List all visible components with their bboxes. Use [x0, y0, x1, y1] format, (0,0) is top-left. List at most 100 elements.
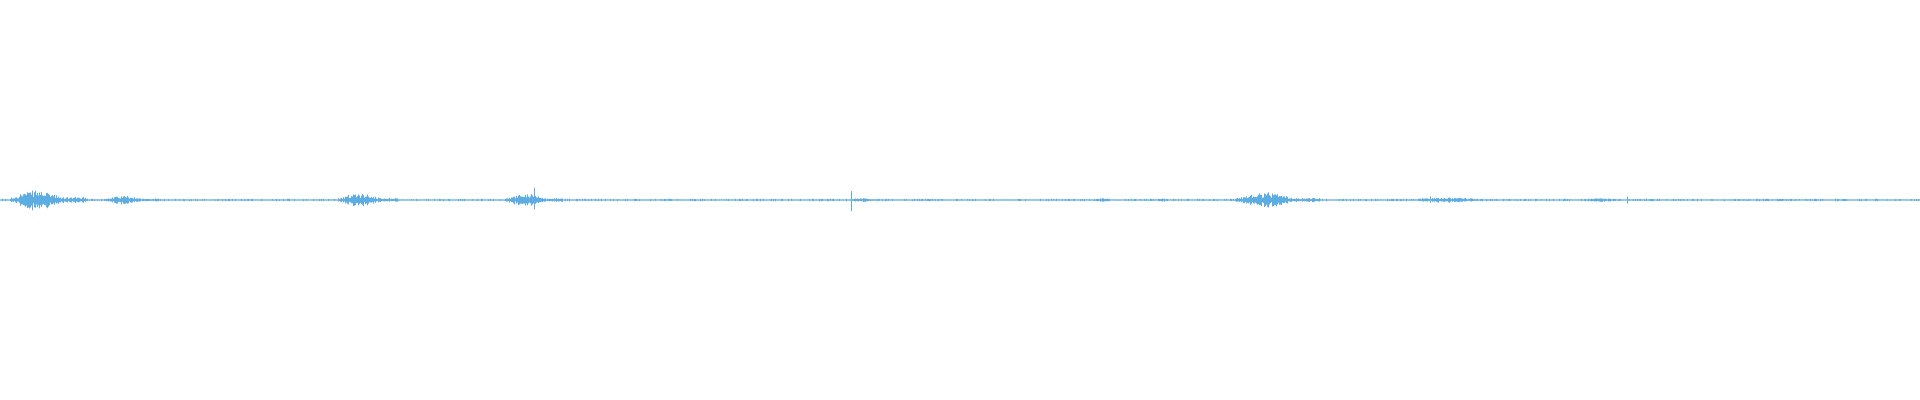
waveform-sample: [859, 199, 860, 201]
waveform-sample: [789, 199, 790, 201]
waveform-sample: [6, 199, 7, 201]
waveform-sample: [1833, 199, 1834, 201]
waveform-sample: [1233, 199, 1234, 201]
waveform-sample: [1046, 199, 1047, 201]
waveform-sample: [1648, 199, 1649, 201]
waveform-sample: [1275, 194, 1276, 205]
waveform-sample: [632, 199, 633, 201]
waveform-sample: [1691, 199, 1692, 201]
waveform-sample: [828, 199, 829, 202]
waveform-sample: [1681, 199, 1682, 201]
waveform-sample: [444, 199, 445, 201]
waveform-sample: [1188, 199, 1189, 201]
waveform-sample: [1622, 199, 1623, 201]
waveform-sample: [659, 199, 660, 201]
waveform-sample: [1353, 198, 1354, 201]
waveform-sample: [301, 199, 302, 201]
waveform-sample: [1826, 199, 1827, 201]
waveform-sample: [1348, 199, 1349, 201]
waveform-sample: [1114, 199, 1115, 201]
waveform-sample: [190, 199, 191, 201]
waveform-sample: [816, 199, 817, 201]
waveform-sample: [748, 199, 749, 201]
waveform-sample: [742, 198, 743, 201]
waveform-sample: [1446, 198, 1447, 202]
waveform-sample: [1612, 199, 1613, 201]
waveform-sample: [1517, 199, 1518, 201]
waveform-sample: [1111, 199, 1112, 201]
waveform-sample: [1671, 199, 1672, 201]
waveform-sample: [700, 199, 701, 202]
waveform-sample: [1805, 199, 1806, 201]
waveform-sample: [731, 199, 732, 201]
waveform-sample: [811, 199, 812, 201]
waveform-sample: [49, 194, 50, 206]
waveform-sample: [254, 199, 255, 201]
waveform-sample: [1705, 199, 1706, 201]
waveform-sample: [404, 199, 405, 201]
waveform-sample: [1655, 199, 1656, 201]
waveform-sample: [1094, 199, 1095, 201]
waveform-sample: [1277, 194, 1278, 205]
waveform-sample: [116, 196, 117, 204]
waveform-sample: [775, 198, 776, 202]
waveform-sample: [183, 198, 184, 201]
waveform-sample: [1828, 199, 1829, 201]
waveform-sample: [553, 199, 554, 201]
waveform-sample: [676, 199, 677, 201]
waveform-sample: [1276, 195, 1277, 207]
waveform-sample: [189, 199, 190, 202]
waveform-sample: [1615, 199, 1616, 201]
waveform-sample: [1242, 199, 1243, 202]
waveform-sample: [831, 199, 832, 201]
waveform-sample: [552, 198, 553, 202]
waveform-sample: [122, 198, 123, 202]
waveform-sample: [1370, 199, 1371, 201]
waveform-sample: [440, 199, 441, 201]
waveform-sample: [1613, 198, 1614, 201]
waveform-sample: [1738, 199, 1739, 202]
waveform-sample: [673, 199, 674, 201]
waveform-sample: [294, 199, 295, 202]
waveform-sample: [1432, 198, 1433, 202]
waveform-sample: [1050, 199, 1051, 201]
waveform-sample: [1011, 199, 1012, 201]
waveform-sample: [1611, 199, 1612, 201]
waveform-sample: [666, 199, 667, 201]
waveform-sample: [600, 199, 601, 201]
waveform-sample: [1571, 199, 1572, 201]
waveform-sample: [1907, 199, 1908, 201]
waveform-sample: [1144, 199, 1145, 201]
waveform-sample: [497, 199, 498, 201]
waveform-sample: [1218, 199, 1219, 201]
waveform-sample: [492, 199, 493, 201]
waveform-sample: [1273, 195, 1274, 206]
waveform-sample: [265, 199, 266, 201]
waveform-sample: [400, 199, 401, 201]
waveform-sample: [30, 192, 31, 208]
waveform-sample: [1852, 199, 1853, 201]
waveform-sample: [1060, 199, 1061, 201]
waveform-sample: [1888, 199, 1889, 201]
waveform-sample: [1785, 199, 1786, 201]
waveform-sample: [7, 199, 8, 201]
waveform-sample: [854, 199, 855, 201]
waveform-sample: [1838, 199, 1839, 201]
waveform-sample: [917, 198, 918, 201]
waveform-sample: [218, 199, 219, 201]
waveform-sample: [248, 199, 249, 201]
waveform-sample: [378, 197, 379, 203]
waveform-sample: [324, 199, 325, 201]
waveform-sample: [136, 198, 137, 202]
waveform-sample: [1419, 198, 1420, 202]
waveform-sample: [1078, 199, 1079, 201]
waveform-sample: [542, 197, 543, 202]
waveform-sample: [1047, 199, 1048, 201]
waveform-sample: [1320, 199, 1321, 201]
waveform-sample: [1296, 198, 1297, 202]
waveform-sample: [208, 199, 209, 201]
waveform-sample: [566, 199, 567, 201]
waveform-sample: [1393, 198, 1394, 202]
